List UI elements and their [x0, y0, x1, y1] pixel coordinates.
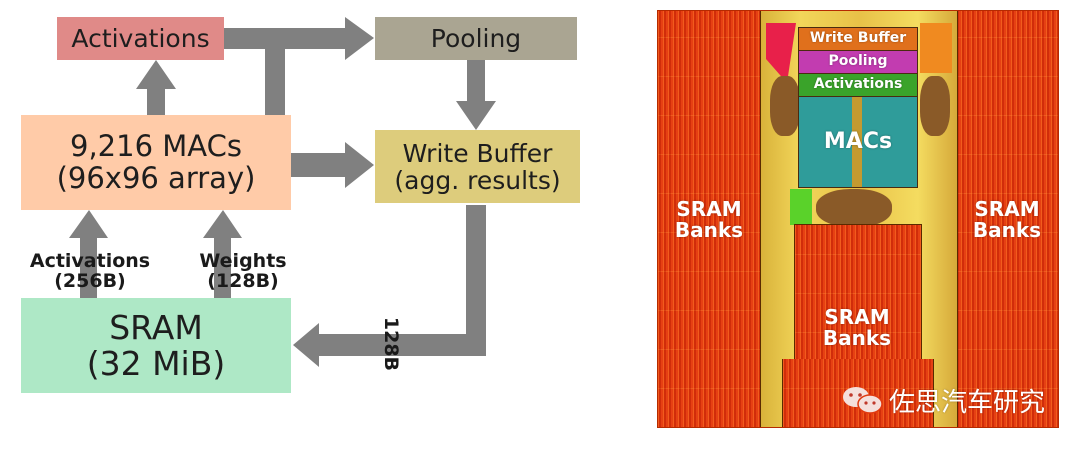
sram-right-label: SRAM Banks [972, 197, 1042, 242]
brown-blob-bottom [816, 189, 892, 227]
arrow-sram-weights-to-macs [203, 210, 242, 300]
watermark: 佐思汽车研究 [841, 385, 1045, 418]
write-buffer-line2: (agg. results) [394, 165, 561, 195]
sram-line1: SRAM [109, 307, 203, 347]
sram-bank-center-upper [794, 224, 922, 372]
macs-line1: 9,216 MACs [70, 129, 242, 164]
sram-box: SRAM (32 MiB) [21, 298, 291, 393]
macs-divider [852, 97, 862, 187]
green-patch [790, 189, 812, 225]
arrow-activations-to-pooling [224, 17, 374, 60]
weights-bandwidth-label: Weights (128B) [199, 250, 287, 292]
die-photo: Write Buffer Pooling Activations MACs SR… [657, 10, 1059, 428]
brown-blob-left [770, 76, 800, 136]
activations-label: Activations [71, 24, 210, 53]
arrows-layer [69, 17, 496, 367]
macs-box: 9,216 MACs (96x96 array) [21, 115, 291, 210]
die-pooling: Pooling [798, 50, 918, 74]
arrow-macs-to-activations [136, 60, 176, 115]
arrow-sram-activations-to-macs [69, 210, 108, 300]
die-macs: MACs [798, 96, 918, 188]
brown-blob-right [920, 76, 950, 136]
sram-left-label: SRAM Banks [674, 197, 744, 242]
arrow-write-buffer-to-sram [293, 205, 486, 367]
die-write-buffer: Write Buffer [798, 27, 918, 51]
sram-line2: (32 MiB) [86, 343, 226, 383]
pooling-box: Pooling [375, 17, 577, 60]
die-activations: Activations [798, 73, 918, 97]
watermark-text: 佐思汽车研究 [889, 387, 1046, 418]
arrow-activations-to-write-buffer [265, 49, 374, 188]
write-buffer-line1: Write Buffer [402, 138, 553, 168]
pooling-label: Pooling [430, 24, 522, 53]
wechat-icon [843, 387, 883, 414]
activations-box: Activations [57, 17, 224, 60]
sram-center-label: SRAM Banks [822, 305, 892, 350]
activations-bandwidth-label: Activations (256B) [29, 250, 151, 292]
sram-bank-left [658, 11, 760, 427]
orange-patch [920, 23, 952, 73]
sram-bank-right [956, 11, 1058, 427]
writeback-bandwidth-label: 128B [379, 316, 402, 372]
macs-line2: (96x96 array) [56, 160, 256, 195]
write-buffer-box: Write Buffer (agg. results) [375, 130, 580, 203]
arrow-pooling-to-write-buffer [456, 58, 496, 130]
